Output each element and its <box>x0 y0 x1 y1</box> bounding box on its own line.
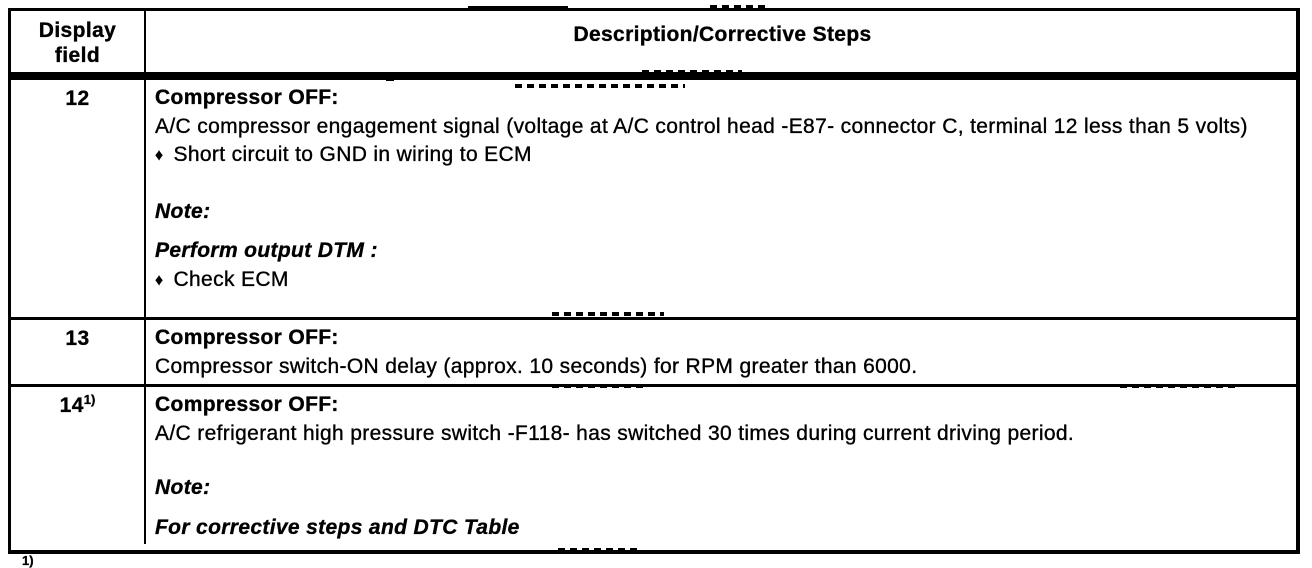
table-row: 141) Compressor OFF: A/C refrigerant hig… <box>11 384 1296 544</box>
header-divider <box>11 72 1296 80</box>
description-cell: Compressor OFF: A/C refrigerant high pre… <box>146 387 1296 544</box>
corrective-step: ♦ Short circuit to GND in wiring to ECM <box>155 141 1290 172</box>
scan-artifact <box>642 70 742 74</box>
corrective-step: ♦ Check ECM <box>155 266 1290 297</box>
description-cell: Compressor OFF: Compressor switch-ON del… <box>146 320 1296 384</box>
scan-artifact <box>558 548 638 551</box>
corrective-step-text: Check ECM <box>173 267 289 291</box>
display-field-value: 141) <box>11 387 146 544</box>
scan-artifact <box>552 312 664 316</box>
scan-artifact <box>552 384 647 388</box>
display-field-value: 12 <box>11 80 146 317</box>
table-row: 12 Compressor OFF: A/C compressor engage… <box>11 80 1296 317</box>
scan-artifact <box>1120 384 1238 388</box>
scan-artifact <box>386 75 394 81</box>
diagnostic-table: Display field Description/Corrective Ste… <box>8 8 1300 554</box>
header-display-field-line2: field <box>54 44 101 67</box>
fault-title: Compressor OFF: <box>155 326 339 349</box>
note-label: Note: <box>155 476 211 499</box>
diamond-bullet-icon: ♦ <box>155 271 164 289</box>
note-body: For corrective steps and DTC Table <box>155 515 520 539</box>
table-row: 13 Compressor OFF: Compressor switch-ON … <box>11 317 1296 384</box>
note-body: Perform output DTM : <box>155 239 378 262</box>
display-field-number: 12 <box>65 87 90 110</box>
corrective-step-text: Short circuit to GND in wiring to ECM <box>173 143 532 166</box>
scan-artifact <box>710 5 770 9</box>
display-field-number: 14 <box>59 394 84 417</box>
footnote-marker: 1) <box>22 553 34 568</box>
footnote-superscript: 1) <box>83 392 96 407</box>
fault-description: A/C refrigerant high pressure switch -F1… <box>155 421 1075 445</box>
display-field-number: 13 <box>65 327 90 350</box>
header-description: Description/Corrective Steps <box>146 11 1296 72</box>
scan-artifact <box>515 84 685 88</box>
note-label: Note: <box>155 199 211 223</box>
description-cell: Compressor OFF: A/C compressor engagemen… <box>146 80 1296 317</box>
header-display-field-line1: Display <box>38 19 117 42</box>
diamond-bullet-icon: ♦ <box>155 147 164 164</box>
fault-title: Compressor OFF: <box>155 86 339 109</box>
header-description-label: Description/Corrective Steps <box>573 23 872 46</box>
scan-artifact <box>468 6 568 11</box>
header-display-field: Display field <box>11 11 146 72</box>
fault-description: A/C compressor engagement signal (voltag… <box>155 114 1248 138</box>
table-header-row: Display field Description/Corrective Ste… <box>11 11 1296 72</box>
display-field-value: 13 <box>11 320 146 384</box>
fault-description: Compressor switch-ON delay (approx. 10 s… <box>155 354 918 378</box>
fault-title: Compressor OFF: <box>155 393 339 416</box>
